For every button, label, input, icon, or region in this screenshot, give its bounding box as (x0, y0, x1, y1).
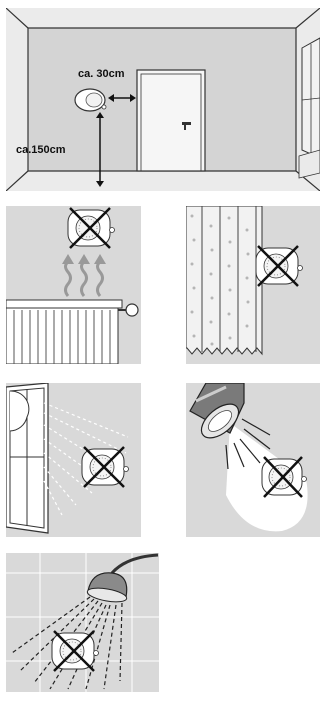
shower-head-icon (86, 553, 159, 603)
curtain-illustration (186, 206, 320, 364)
height-label: ca.150cm (16, 144, 66, 156)
no-shower-panel (6, 553, 159, 692)
distance-label: ca. 30cm (78, 68, 125, 80)
door (136, 69, 206, 172)
spotlight-illustration (186, 383, 320, 537)
cross-icon (257, 245, 299, 287)
heat-waves-icon (62, 254, 106, 297)
spotlight-icon (189, 383, 245, 439)
radiator-illustration (6, 206, 141, 364)
radiator-icon (6, 299, 139, 364)
thermostat-icon (74, 88, 107, 112)
cross-icon (83, 446, 125, 488)
window-icon (6, 383, 49, 534)
cross-icon (53, 630, 95, 672)
cross-icon (263, 456, 303, 498)
shower-illustration (6, 553, 159, 692)
curtain-icon (186, 206, 263, 356)
room-illustration (6, 8, 320, 191)
height-arrow-vertical (96, 112, 104, 187)
no-radiator-panel (6, 206, 141, 364)
room-installation-panel: ca. 30cm ca.150cm (6, 8, 320, 191)
no-curtain-panel (186, 206, 320, 364)
no-window-sunlight-panel (6, 383, 141, 537)
cross-icon (69, 207, 111, 249)
no-spotlight-panel (186, 383, 320, 537)
light-rays (225, 418, 271, 470)
distance-arrow-horizontal (108, 94, 136, 102)
window-illustration (6, 383, 141, 537)
